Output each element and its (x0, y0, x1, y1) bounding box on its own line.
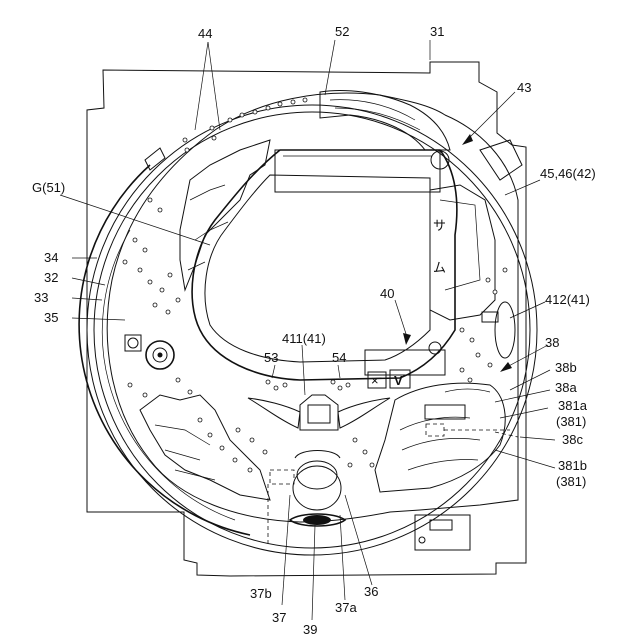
v-unit-roller (429, 342, 441, 354)
label-31: 31 (430, 24, 444, 39)
label-43: 43 (517, 80, 531, 95)
label-44: 44 (198, 26, 212, 41)
label-54: 54 (332, 350, 346, 365)
start-inner (308, 405, 330, 423)
left-part-circle (128, 338, 138, 348)
attacker-top (297, 461, 337, 489)
attacker-36 (293, 466, 341, 510)
label-411: 411(41) (282, 331, 326, 346)
dash-box-37b (270, 470, 294, 484)
wing-ornament-left-detail (188, 185, 228, 270)
label-381a-ref: (381) (556, 414, 586, 429)
rail-mid-32 (94, 112, 530, 548)
attacker-guard (295, 451, 340, 459)
dash-lead-38c (495, 432, 518, 437)
label-34: 34 (44, 250, 58, 265)
label-37: 37 (272, 610, 286, 625)
label-37a: 37a (335, 600, 357, 615)
out-hole (303, 515, 331, 525)
label-381b: 381b (558, 458, 587, 473)
dash-box-381 (426, 424, 444, 436)
label-33: 33 (34, 290, 48, 305)
label-38b: 38b (555, 360, 577, 375)
label-38a: 38a (555, 380, 577, 395)
side-unit-45 (430, 185, 495, 320)
right-wing-381 (375, 383, 505, 492)
center-wing-left (248, 398, 300, 428)
side-unit-inner (440, 200, 480, 290)
label-45-46: 45,46(42) (540, 166, 596, 181)
wing-ornament-lower-left (140, 395, 270, 500)
bottom-right-slot (430, 520, 452, 530)
label-38: 38 (545, 335, 559, 350)
center-wing-right (338, 398, 390, 428)
label-38c: 38c (562, 432, 583, 447)
windmill-center (158, 353, 163, 358)
label-G51: G(51) (32, 180, 65, 195)
pin-field (123, 98, 507, 472)
label-40: 40 (380, 286, 394, 301)
label-39: 39 (303, 622, 317, 637)
start-chucker-411 (300, 395, 338, 430)
left-part (125, 335, 141, 351)
label-37b: 37b (250, 586, 272, 601)
right-panel-412 (495, 302, 515, 358)
label-381a: 381a (558, 398, 588, 413)
side-unit-kanji-2: ム (433, 260, 446, 275)
label-32: 32 (44, 270, 58, 285)
label-36: 36 (364, 584, 378, 599)
side-unit-kanji-1: サ (433, 218, 446, 233)
right-wing-feathers (400, 389, 490, 470)
leader-lines (60, 40, 555, 620)
bottom-right-pin (419, 537, 425, 543)
upper-left-part (145, 148, 165, 170)
label-35: 35 (44, 310, 58, 325)
label-381b-ref: (381) (556, 474, 586, 489)
label-53: 53 (264, 350, 278, 365)
label-52: 52 (335, 24, 349, 39)
label-412: 412(41) (545, 292, 590, 307)
